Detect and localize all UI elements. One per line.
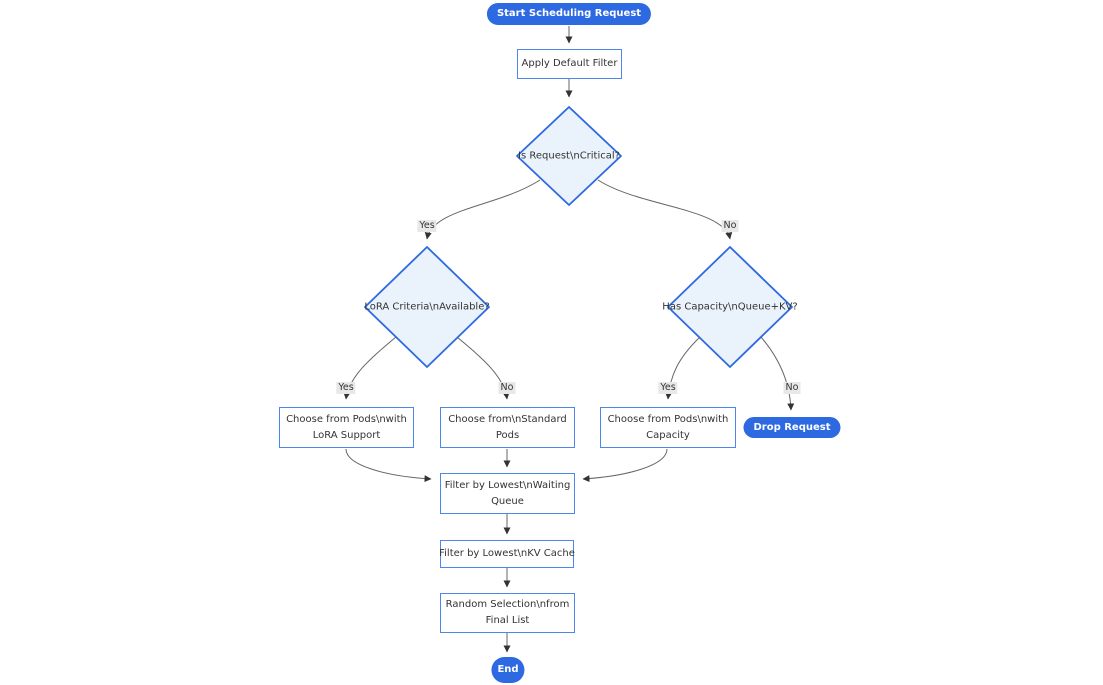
node-filter-kv-cache: Filter by Lowest\nKV Cache xyxy=(439,540,575,568)
node-filter-waiting-queue-line1: Filter by Lowest\nWaiting xyxy=(444,479,571,491)
node-choose-capacity-pods: Choose from Pods\nwith Capacity xyxy=(600,407,736,448)
node-end: End xyxy=(491,657,525,683)
edge-is-critical-yes xyxy=(424,179,541,240)
node-choose-capacity-pods-line2: Capacity xyxy=(646,429,690,441)
node-filter-waiting-queue: Filter by Lowest\nWaiting Queue xyxy=(440,473,575,514)
edge-label-lora-no: No xyxy=(498,382,516,394)
edge-label-capacity-yes: Yes xyxy=(658,382,678,394)
node-end-label: End xyxy=(497,664,519,675)
edge-is-critical-no xyxy=(597,179,733,240)
node-drop-request-label: Drop Request xyxy=(753,421,831,433)
decision-diamond-is-critical xyxy=(516,106,622,206)
node-random-selection-line2: Final List xyxy=(485,615,530,626)
edge-choose-lora-to-filter-queue xyxy=(345,448,432,483)
decision-diamond-has-capacity xyxy=(667,246,793,368)
node-choose-capacity-pods-line1: Choose from Pods\nwith xyxy=(607,413,729,425)
edge-label-critical-yes: Yes xyxy=(417,220,437,232)
node-apply-default-filter: Apply Default Filter xyxy=(517,49,622,79)
node-random-selection-line1: Random Selection\nfrom xyxy=(445,599,570,610)
node-start: Start Scheduling Request xyxy=(486,3,652,25)
node-is-critical-label: Is Request\nCritical? xyxy=(518,150,620,162)
node-has-capacity-label: Has Capacity\nQueue+KV? xyxy=(662,301,798,313)
edge-label-capacity-no: No xyxy=(783,382,801,394)
node-filter-kv-cache-label: Filter by Lowest\nKV Cache xyxy=(439,548,575,559)
node-choose-lora-pods: Choose from Pods\nwith LoRA Support xyxy=(279,407,414,448)
node-apply-default-filter-label: Apply Default Filter xyxy=(521,58,618,69)
node-choose-lora-pods-line2: LoRA Support xyxy=(312,429,381,441)
node-choose-standard-pods-line2: Pods xyxy=(495,429,520,441)
edge-label-lora-yes: Yes xyxy=(336,382,356,394)
node-choose-lora-pods-line1: Choose from Pods\nwith xyxy=(286,413,407,425)
node-lora-criteria-label: LoRA Criteria\nAvailable? xyxy=(364,301,490,313)
edge-capacity-no xyxy=(760,336,795,411)
node-start-label: Start Scheduling Request xyxy=(496,8,642,19)
edge-choose-capacity-to-filter-queue xyxy=(582,448,668,483)
node-drop-request: Drop Request xyxy=(743,417,841,438)
node-choose-standard-pods-line1: Choose from\nStandard xyxy=(448,413,567,425)
node-choose-standard-pods: Choose from\nStandard Pods xyxy=(440,407,575,448)
node-filter-waiting-queue-line2: Queue xyxy=(491,495,524,507)
decision-diamond-lora-criteria xyxy=(364,246,490,368)
edge-label-critical-no: No xyxy=(721,220,739,232)
node-random-selection: Random Selection\nfrom Final List xyxy=(440,593,575,633)
